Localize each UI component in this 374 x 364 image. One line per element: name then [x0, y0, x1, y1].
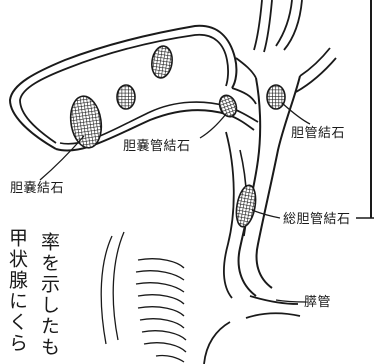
common-bile-duct-stone — [233, 184, 258, 228]
pancreatic-duct-lower — [204, 313, 300, 364]
duodenum-outer — [224, 132, 234, 298]
gallbladder-stone-large — [68, 94, 105, 150]
gallbladder-stone-middle — [117, 85, 135, 109]
label-bile-duct-stone: 胆管結石 — [291, 127, 345, 140]
intestine-folds — [101, 232, 186, 362]
background-text-column-1: 率を示したも — [38, 232, 58, 358]
hepatic-branch-left — [254, 0, 272, 52]
bile-duct-stone — [267, 85, 285, 109]
hepatic-branch-outer-right — [296, 48, 336, 92]
background-text-column-2: 甲状腺にくら — [6, 228, 26, 354]
label-common-bile-duct-stone: 総胆管結石 — [283, 213, 351, 226]
label-pancreatic-duct: 膵管 — [304, 296, 331, 309]
cystic-duct-stone — [217, 93, 240, 119]
pancreatic-duct-upper — [250, 296, 298, 304]
gallbladder-stone-upper — [150, 45, 174, 79]
label-gallbladder-stone: 胆嚢結石 — [10, 182, 64, 195]
label-cystic-duct-stone: 胆嚢管結石 — [123, 140, 191, 153]
hepatic-branch-right — [276, 0, 302, 50]
